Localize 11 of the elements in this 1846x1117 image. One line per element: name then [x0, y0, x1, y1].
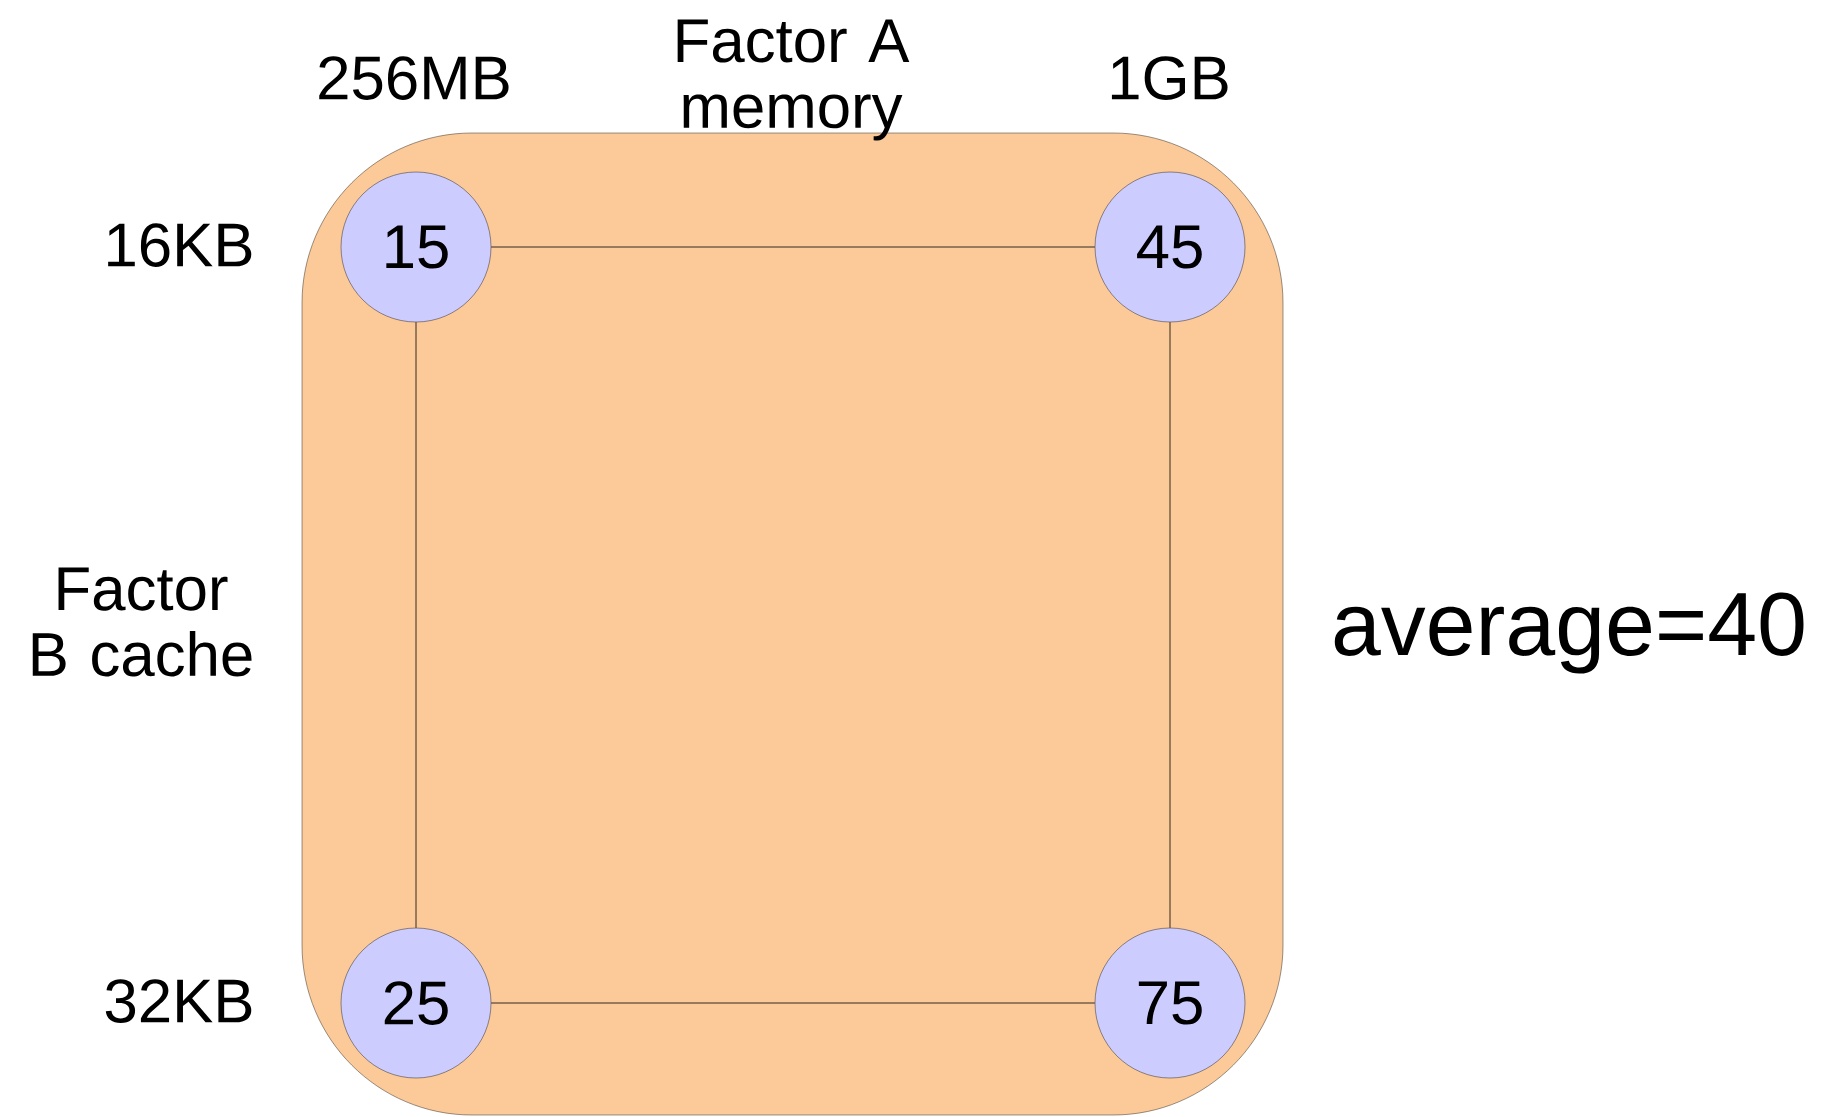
axis-label: 256MB [319, 56, 509, 100]
connector-line [1169, 321, 1171, 929]
connector-line [415, 321, 417, 929]
connector-line [490, 246, 1096, 248]
connector-line [490, 1002, 1096, 1004]
axis-label: 16KB [108, 223, 252, 267]
axis-label: 32KB [105, 979, 252, 1023]
axis-label: 1GB [1111, 56, 1228, 100]
axis-label: Factor B cache [32, 567, 252, 677]
axis-label: Factor A memory [677, 19, 910, 141]
axis-label: average=40 [1334, 592, 1804, 674]
